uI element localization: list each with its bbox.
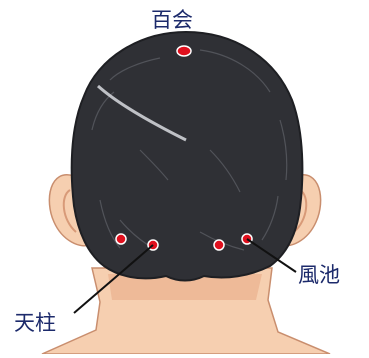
label-tenchu: 天柱 — [14, 313, 56, 334]
label-fuchi: 風池 — [298, 265, 340, 286]
hair — [72, 32, 303, 281]
point-tenchu-left — [116, 234, 126, 244]
point-hyakue — [177, 46, 191, 56]
point-tenchu-right — [214, 240, 224, 250]
label-hyakue: 百会 — [151, 10, 193, 31]
